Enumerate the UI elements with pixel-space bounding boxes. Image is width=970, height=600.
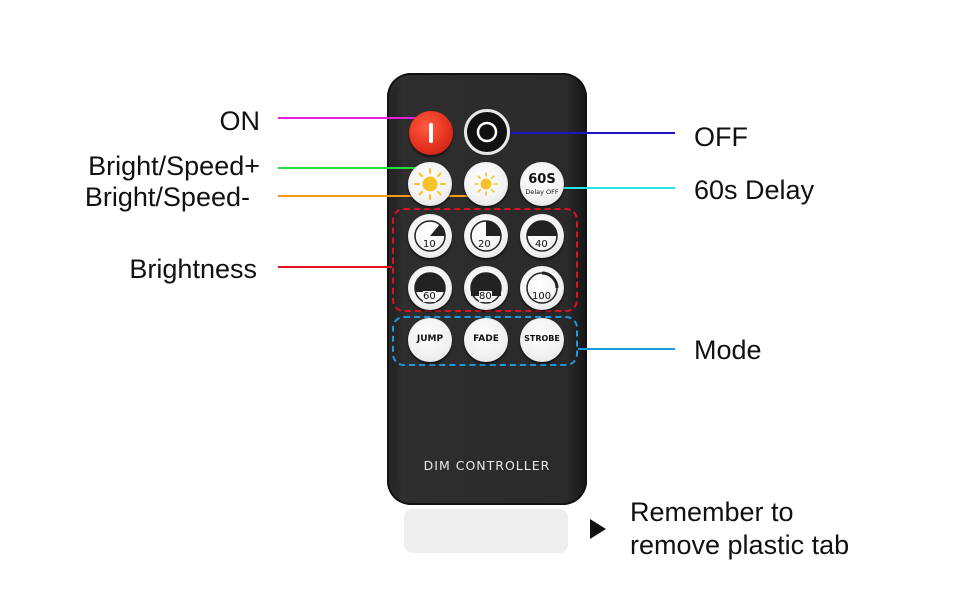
brightness-group-outline [392, 208, 578, 312]
sun-large-icon [414, 168, 446, 200]
brightness-40-text: 40 [535, 239, 548, 250]
mode-group-outline [392, 316, 578, 366]
brightness-80-icon [470, 272, 502, 304]
brightness-20-button[interactable]: 20 [464, 214, 508, 258]
brightness-10-icon [414, 220, 446, 252]
brightness-60-icon [414, 272, 446, 304]
bright-speed-plus-button[interactable] [408, 162, 452, 206]
tab-note-line1: Remember to [630, 497, 794, 527]
strobe-button[interactable]: STROBE [520, 318, 564, 362]
jump-text: JUMP [416, 334, 444, 344]
bright-speed-plus-label: Bright/Speed+ [88, 151, 260, 181]
bright-plus-leader-line [278, 167, 428, 169]
brightness-60-button[interactable]: 60 [408, 266, 452, 310]
power-on-icon [429, 123, 433, 143]
brightness-60-text: 60 [423, 291, 436, 302]
sun-small-icon [474, 172, 498, 196]
brightness-10-text: 10 [423, 239, 436, 250]
power-off-icon [476, 121, 498, 143]
brightness-label: Brightness [129, 254, 257, 284]
strobe-text: STROBE [524, 334, 560, 343]
brightness-80-text: 80 [479, 291, 492, 302]
mode-label: Mode [694, 335, 762, 365]
arrow-right-icon [590, 519, 606, 539]
brightness-20-text: 20 [478, 239, 491, 250]
brightness-80-button[interactable]: 80 [464, 266, 508, 310]
bright-minus-leader-line [278, 195, 476, 197]
off-leader-line [505, 132, 675, 134]
off-button[interactable] [464, 109, 510, 155]
brand-label: DIM CONTROLLER [423, 458, 551, 473]
bright-speed-minus-button[interactable] [464, 162, 508, 206]
delay-60s-text: 60S [528, 172, 556, 187]
brightness-100-text: 100 [532, 291, 552, 302]
brightness-40-button[interactable]: 40 [520, 214, 564, 258]
brightness-20-icon [470, 220, 502, 252]
brightness-40-icon [526, 220, 558, 252]
brightness-100-icon [526, 271, 559, 304]
tab-note-line2: remove plastic tab [630, 530, 850, 560]
delay-leader-line [560, 187, 675, 189]
brightness-leader-line [278, 266, 392, 268]
on-button[interactable] [409, 111, 453, 155]
delay-off-text: Delay OFF [525, 188, 559, 196]
delay-label: 60s Delay [694, 175, 815, 205]
mode-leader-line [578, 348, 675, 350]
brightness-10-button[interactable]: 10 [408, 214, 452, 258]
fade-text: FADE [473, 334, 499, 344]
plastic-tab [404, 509, 568, 553]
fade-button[interactable]: FADE [464, 318, 508, 362]
brightness-100-button[interactable]: 100 [520, 266, 564, 310]
jump-button[interactable]: JUMP [408, 318, 452, 362]
off-label: OFF [694, 122, 748, 152]
bright-speed-minus-label: Bright/Speed- [84, 182, 250, 212]
delay-60s-button[interactable]: 60S Delay OFF [520, 162, 564, 206]
on-label: ON [219, 106, 261, 136]
on-leader-line [278, 117, 416, 119]
